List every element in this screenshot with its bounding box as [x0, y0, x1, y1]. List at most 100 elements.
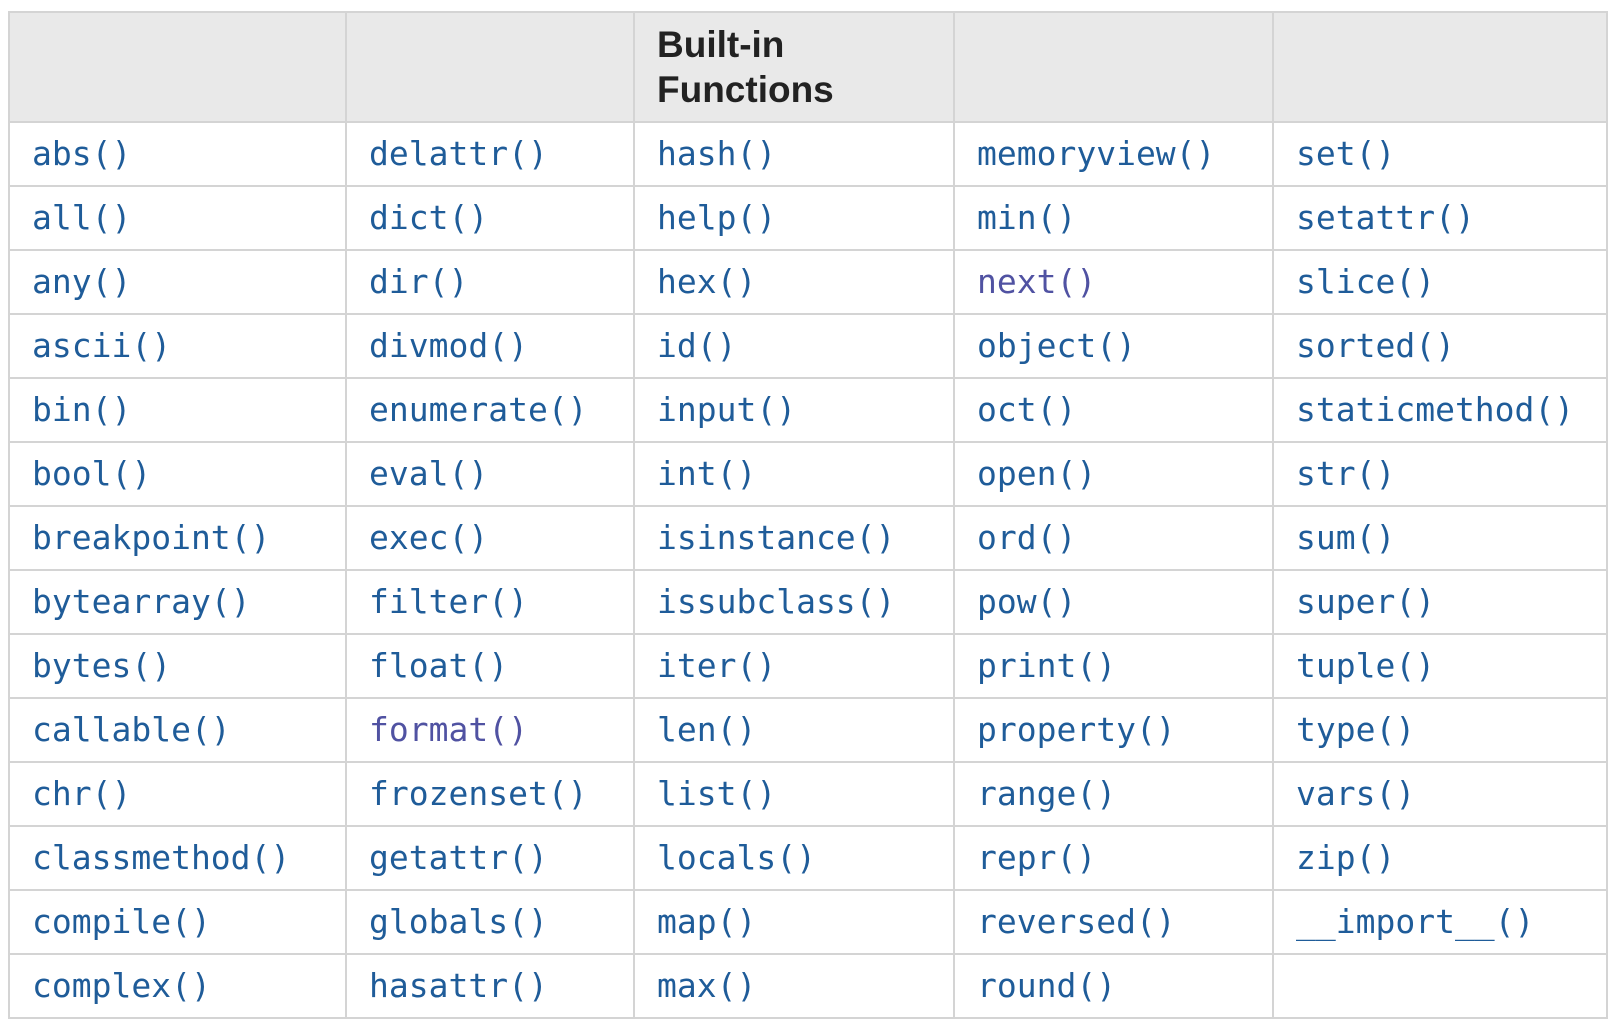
function-link[interactable]: format() — [369, 710, 528, 749]
function-cell: super() — [1272, 569, 1608, 635]
function-link[interactable]: list() — [657, 774, 777, 813]
function-link[interactable]: str() — [1296, 454, 1396, 493]
function-link[interactable]: bytearray() — [32, 582, 251, 621]
function-link[interactable]: bin() — [32, 390, 132, 429]
function-cell: pow() — [953, 569, 1274, 635]
function-cell: iter() — [633, 633, 955, 699]
function-link[interactable]: sorted() — [1296, 326, 1455, 365]
function-link[interactable]: delattr() — [369, 134, 548, 173]
function-link[interactable]: print() — [977, 646, 1117, 685]
function-link[interactable]: hasattr() — [369, 966, 548, 1005]
function-link[interactable]: bytes() — [32, 646, 172, 685]
function-cell: type() — [1272, 697, 1608, 763]
function-link[interactable]: len() — [657, 710, 757, 749]
function-link[interactable]: staticmethod() — [1296, 390, 1575, 429]
function-link[interactable]: set() — [1296, 134, 1396, 173]
function-link[interactable]: frozenset() — [369, 774, 588, 813]
table-row: classmethod() getattr() locals() repr() zip(… — [8, 825, 1608, 891]
function-cell: dict() — [345, 185, 635, 251]
function-link[interactable]: setattr() — [1296, 198, 1475, 237]
function-link[interactable]: classmethod() — [32, 838, 291, 877]
function-link[interactable]: reversed() — [977, 902, 1176, 941]
function-cell: format() — [345, 697, 635, 763]
function-link[interactable]: chr() — [32, 774, 132, 813]
function-cell: isinstance() — [633, 505, 955, 571]
function-link[interactable]: bool() — [32, 454, 152, 493]
function-cell: oct() — [953, 377, 1274, 443]
function-link[interactable]: divmod() — [369, 326, 528, 365]
function-link[interactable]: vars() — [1296, 774, 1416, 813]
function-link[interactable]: next() — [977, 262, 1097, 301]
function-link[interactable]: callable() — [32, 710, 231, 749]
function-link[interactable]: tuple() — [1296, 646, 1436, 685]
table-row: chr() frozenset() list() range() vars() — [8, 761, 1608, 827]
table-row: compile() globals() map() reversed() __impor… — [8, 889, 1608, 955]
function-link[interactable]: help() — [657, 198, 777, 237]
function-cell: abs() — [8, 121, 347, 187]
function-link[interactable]: all() — [32, 198, 132, 237]
function-link[interactable]: exec() — [369, 518, 489, 557]
function-link[interactable]: type() — [1296, 710, 1416, 749]
function-link[interactable]: oct() — [977, 390, 1077, 429]
function-link[interactable]: breakpoint() — [32, 518, 271, 557]
function-link[interactable]: int() — [657, 454, 757, 493]
table-row: bin() enumerate() input() oct() staticmethod… — [8, 377, 1608, 443]
function-cell: classmethod() — [8, 825, 347, 891]
function-link[interactable]: globals() — [369, 902, 548, 941]
function-link[interactable]: isinstance() — [657, 518, 896, 557]
table-row: bytes() float() iter() print() tuple() — [8, 633, 1608, 699]
function-link[interactable]: memoryview() — [977, 134, 1216, 173]
function-link[interactable]: complex() — [32, 966, 211, 1005]
function-link[interactable]: zip() — [1296, 838, 1396, 877]
function-cell: reversed() — [953, 889, 1274, 955]
function-link[interactable]: slice() — [1296, 262, 1436, 301]
function-link[interactable]: iter() — [657, 646, 777, 685]
function-link[interactable]: map() — [657, 902, 757, 941]
function-link[interactable]: pow() — [977, 582, 1077, 621]
function-cell: memoryview() — [953, 121, 1274, 187]
function-link[interactable]: dict() — [369, 198, 489, 237]
function-link[interactable]: float() — [369, 646, 509, 685]
function-cell: print() — [953, 633, 1274, 699]
function-link[interactable]: __import__() — [1296, 902, 1535, 941]
table-row: bytearray() filter() issubclass() pow() supe… — [8, 569, 1608, 635]
function-link[interactable]: ord() — [977, 518, 1077, 557]
function-link[interactable]: input() — [657, 390, 797, 429]
function-cell: int() — [633, 441, 955, 507]
function-link[interactable]: filter() — [369, 582, 528, 621]
function-cell: open() — [953, 441, 1274, 507]
table-row: ascii() divmod() id() object() sorted() — [8, 313, 1608, 379]
function-link[interactable]: ascii() — [32, 326, 172, 365]
function-link[interactable]: super() — [1296, 582, 1436, 621]
function-cell: slice() — [1272, 249, 1608, 315]
function-link[interactable]: round() — [977, 966, 1117, 1005]
function-link[interactable]: abs() — [32, 134, 132, 173]
function-link[interactable]: issubclass() — [657, 582, 896, 621]
table-row: breakpoint() exec() isinstance() ord() sum() — [8, 505, 1608, 571]
function-link[interactable]: object() — [977, 326, 1136, 365]
function-link[interactable]: range() — [977, 774, 1117, 813]
function-link[interactable]: getattr() — [369, 838, 548, 877]
function-cell: vars() — [1272, 761, 1608, 827]
function-link[interactable]: open() — [977, 454, 1097, 493]
function-link[interactable]: sum() — [1296, 518, 1396, 557]
function-link[interactable]: id() — [657, 326, 737, 365]
function-cell: exec() — [345, 505, 635, 571]
function-link[interactable]: eval() — [369, 454, 489, 493]
table-row: complex() hasattr() max() round() — [8, 953, 1608, 1019]
function-link[interactable]: min() — [977, 198, 1077, 237]
function-cell: next() — [953, 249, 1274, 315]
function-link[interactable]: property() — [977, 710, 1176, 749]
function-link[interactable]: repr() — [977, 838, 1097, 877]
function-link[interactable]: max() — [657, 966, 757, 1005]
function-link[interactable]: dir() — [369, 262, 469, 301]
function-link[interactable]: locals() — [657, 838, 816, 877]
function-link[interactable]: enumerate() — [369, 390, 588, 429]
function-link[interactable]: hash() — [657, 134, 777, 173]
function-cell: setattr() — [1272, 185, 1608, 251]
function-link[interactable]: any() — [32, 262, 132, 301]
function-link[interactable]: hex() — [657, 262, 757, 301]
function-link[interactable]: compile() — [32, 902, 211, 941]
function-cell: eval() — [345, 441, 635, 507]
function-cell: float() — [345, 633, 635, 699]
